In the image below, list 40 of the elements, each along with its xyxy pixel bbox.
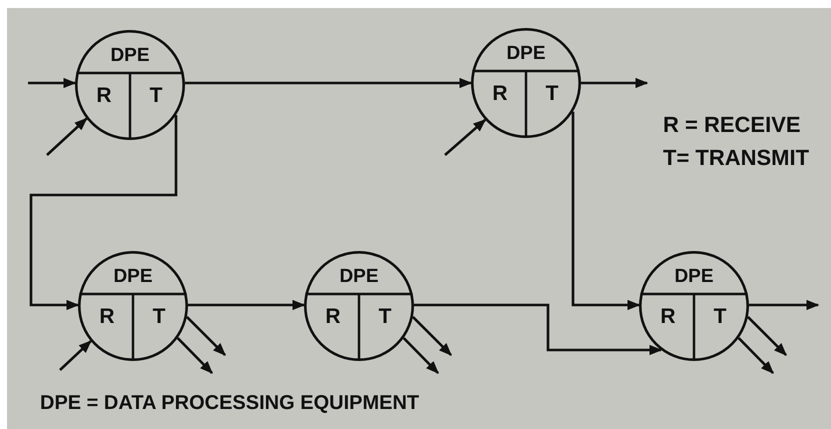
device-label: DPE [109, 46, 151, 65]
arrow [749, 300, 820, 310]
arrow [738, 337, 774, 374]
device-label: DPE [505, 44, 547, 63]
transmit-label: T [712, 306, 728, 327]
device-circle [639, 251, 749, 361]
receive-label: R [659, 306, 677, 327]
arrow [30, 115, 178, 310]
arrow [747, 316, 787, 356]
arrow [176, 337, 213, 374]
legend-note: R = RECEIVE [663, 114, 801, 136]
legend-note: DPE = DATA PROCESSING EQUIPMENT [40, 393, 420, 413]
transmit-label: T [148, 85, 164, 106]
device-circle [75, 30, 185, 140]
receive-label: R [491, 83, 509, 104]
arrow [444, 118, 486, 156]
legend-note: T= TRANSMIT [663, 147, 810, 169]
arrow [188, 300, 306, 310]
arrow [572, 112, 640, 310]
arrow [402, 337, 439, 374]
arrow [414, 304, 662, 356]
arrow [186, 316, 226, 356]
transmit-label: T [378, 306, 392, 327]
arrow [412, 316, 452, 356]
device-circle [304, 251, 414, 361]
receive-label: R [98, 306, 116, 327]
device-circle [78, 251, 188, 361]
arrow [28, 78, 76, 88]
transmit-label: T [152, 306, 166, 327]
device-label: DPE [338, 267, 380, 286]
arrow [46, 118, 88, 156]
transmit-label: T [544, 83, 560, 104]
device-label: DPE [673, 267, 715, 286]
arrow [184, 78, 472, 88]
device-label: DPE [112, 267, 154, 286]
receive-label: R [95, 85, 113, 106]
receive-label: R [324, 306, 342, 327]
arrow [581, 78, 648, 88]
arrow [59, 340, 92, 371]
device-circle [471, 28, 581, 138]
